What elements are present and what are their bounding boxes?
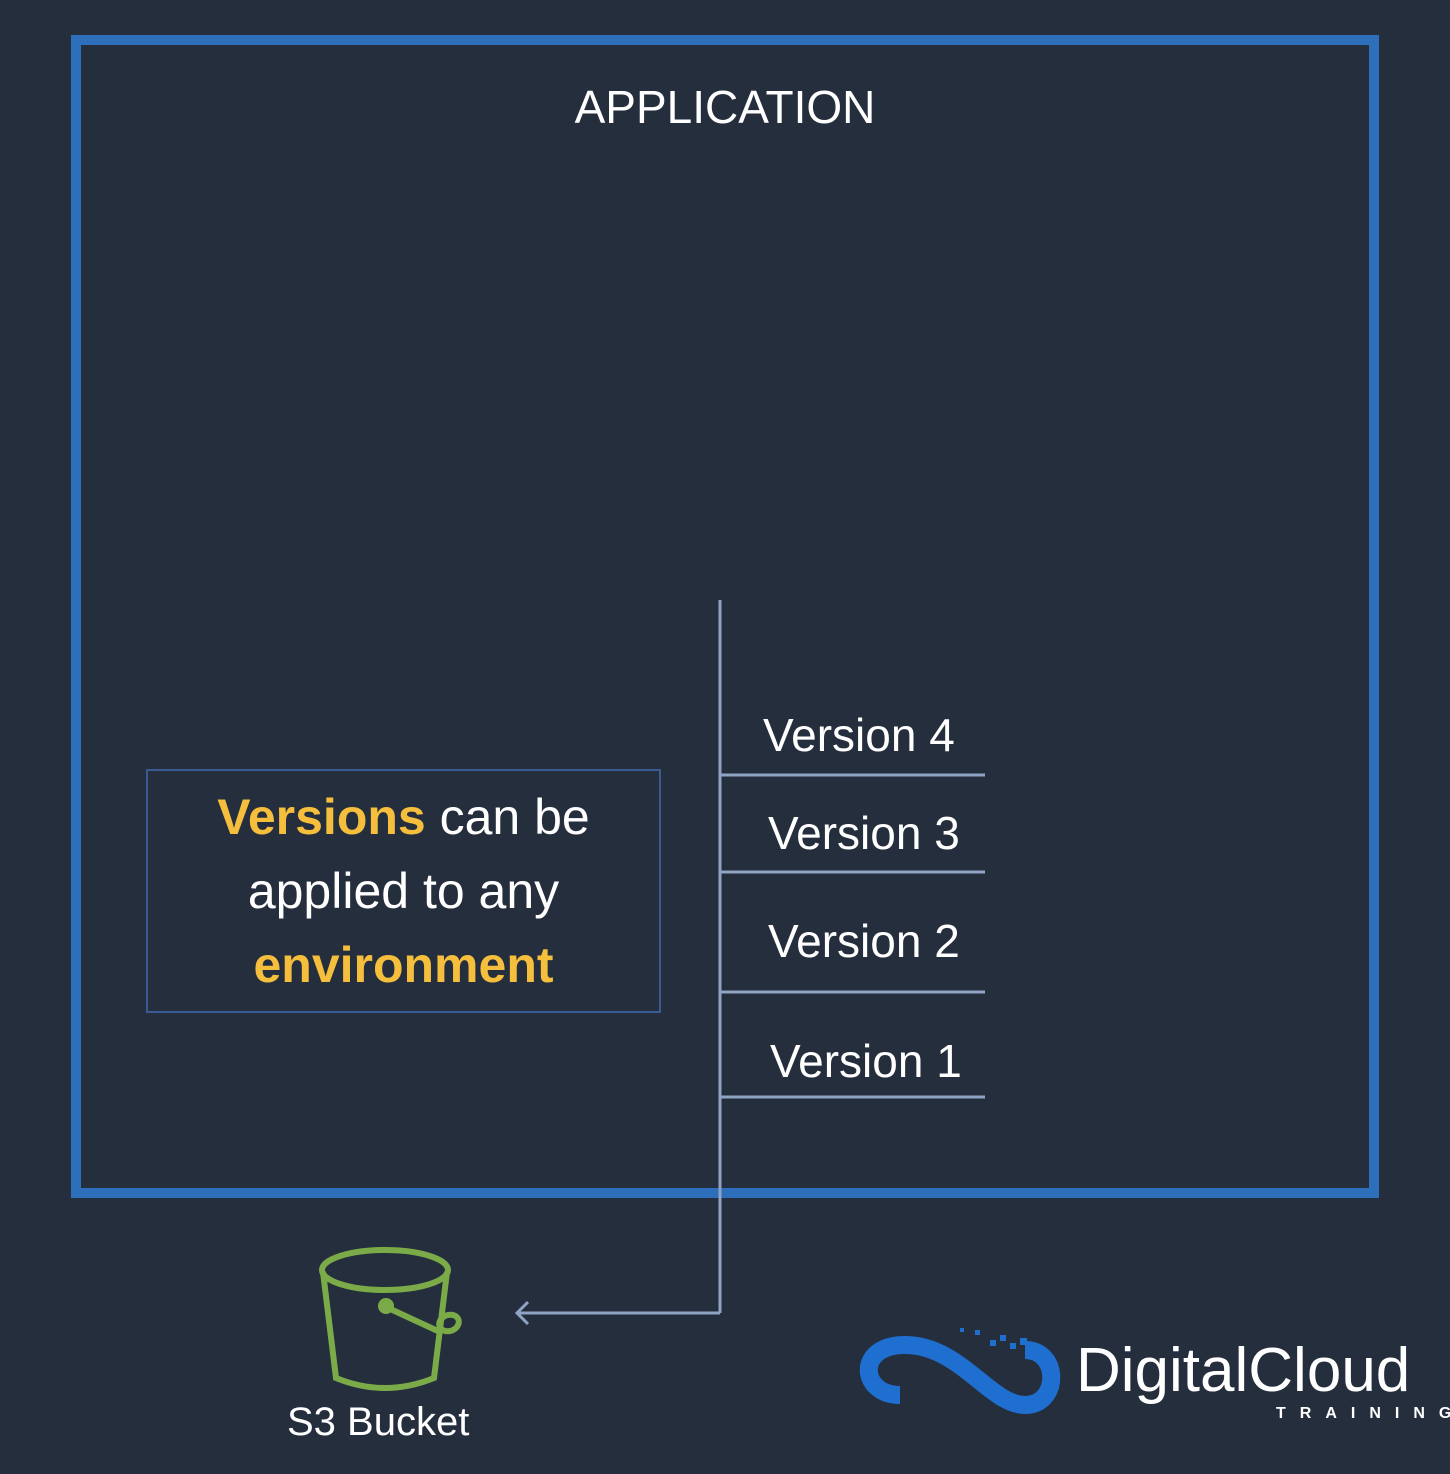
version-item: Version 2	[768, 915, 960, 967]
arrow-head-icon	[514, 1300, 530, 1326]
s3-bucket-label: S3 Bucket	[287, 1400, 470, 1444]
note-text-2: applied to any	[247, 863, 560, 919]
s3-bucket-icon	[319, 1247, 462, 1391]
version-item: Version 1	[770, 1035, 962, 1087]
versions-note: Versions can be applied to any environme…	[146, 769, 661, 1013]
application-title: APPLICATION	[574, 81, 876, 133]
note-highlight-environment: environment	[253, 937, 554, 993]
application-container	[71, 35, 1379, 1198]
note-text-1: can be	[425, 789, 590, 845]
digitalcloud-logo-icon	[859, 1328, 1061, 1415]
version-item: Version 4	[763, 709, 955, 761]
version-item: Version 3	[768, 807, 960, 859]
note-highlight-versions: Versions	[217, 789, 426, 845]
logo-name: DigitalCloud	[1076, 1336, 1411, 1405]
logo-subtitle: TRAINING	[1276, 1405, 1450, 1422]
